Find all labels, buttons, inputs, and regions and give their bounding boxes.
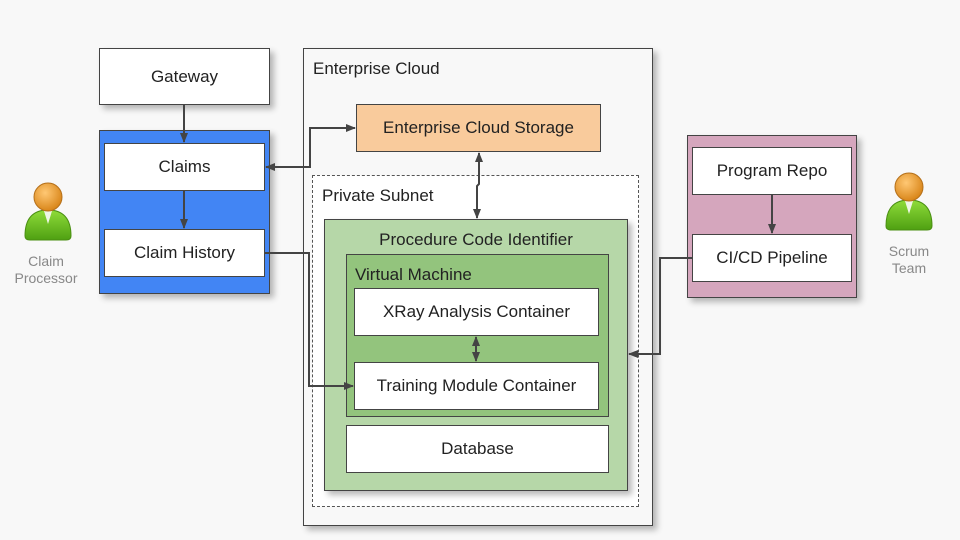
scrum-team-label: Scrum Team xyxy=(888,243,930,276)
claim-history-node[interactable]: Claim History xyxy=(104,229,265,277)
virtual-machine-label: Virtual Machine xyxy=(355,265,472,284)
gateway-node[interactable]: Gateway xyxy=(99,48,270,105)
claims-node[interactable]: Claims xyxy=(104,143,265,191)
enterprise-cloud-storage-node[interactable]: Enterprise Cloud Storage xyxy=(356,104,601,152)
database-node[interactable]: Database xyxy=(346,425,609,473)
training-module-container-node[interactable]: Training Module Container xyxy=(354,362,599,410)
private-subnet-label: Private Subnet xyxy=(322,186,434,205)
scrum-team-user-icon xyxy=(885,172,933,231)
procedure-code-identifier-label: Procedure Code Identifier xyxy=(379,230,573,249)
claim-processor-label: Claim Processor xyxy=(14,253,78,286)
cicd-pipeline-node[interactable]: CI/CD Pipeline xyxy=(692,234,852,282)
enterprise-cloud-label: Enterprise Cloud xyxy=(313,59,440,78)
claim-processor-user-icon xyxy=(24,182,72,241)
xray-analysis-container-node[interactable]: XRay Analysis Container xyxy=(354,288,599,336)
program-repo-node[interactable]: Program Repo xyxy=(692,147,852,195)
